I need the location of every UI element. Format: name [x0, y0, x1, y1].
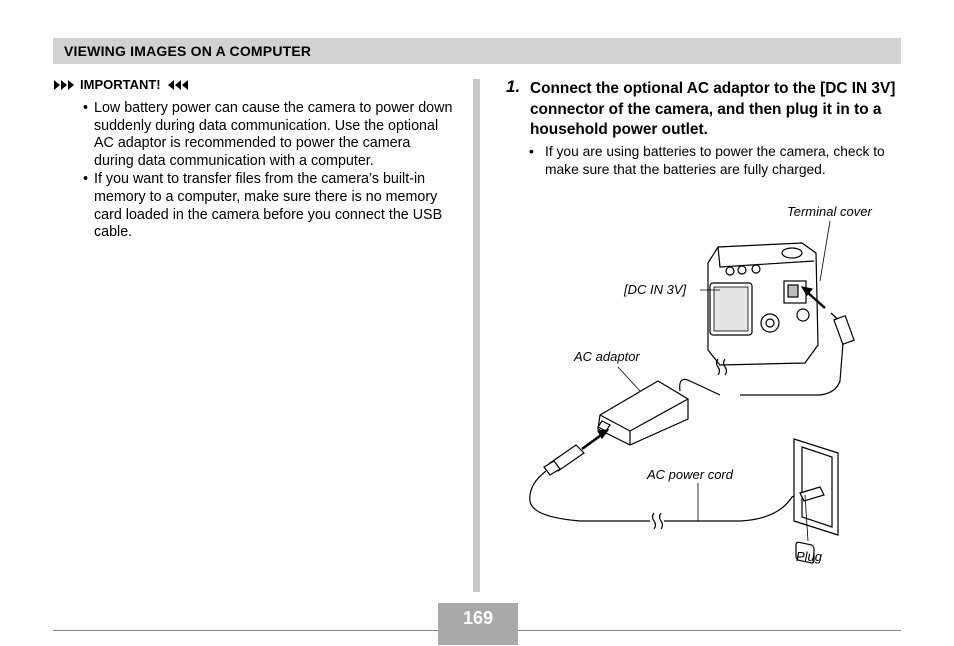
illustration-drawing: [529, 220, 855, 564]
step-bullet-list: If you are using batteries to power the …: [529, 143, 909, 178]
step-instruction: Connect the optional AC adaptor to the […: [530, 80, 896, 138]
arrows-right-icon: [54, 79, 74, 90]
ac-power-cord-label: AC power cord: [647, 467, 733, 482]
important-bullet: If you want to transfer files from the c…: [83, 171, 453, 241]
important-heading: IMPORTANT!: [53, 77, 190, 92]
ac-adaptor-label: AC adaptor: [574, 349, 640, 364]
section-title: VIEWING IMAGES ON A COMPUTER: [64, 43, 312, 59]
plug-label: Plug: [796, 549, 823, 564]
step-number: 1.: [506, 77, 521, 96]
step-bullet: If you are using batteries to power the …: [529, 143, 909, 178]
connection-illustration: Terminal cover [DC IN 3V] AC adaptor AC …: [520, 195, 900, 585]
page-number-box: 169: [438, 603, 518, 645]
column-divider: [473, 79, 480, 592]
important-bullet: Low battery power can cause the camera t…: [83, 100, 453, 170]
dc-in-label: [DC IN 3V]: [624, 282, 687, 297]
terminal-cover-label: Terminal cover: [787, 204, 872, 219]
arrows-left-icon: [167, 79, 188, 90]
important-bullet-list: Low battery power can cause the camera t…: [83, 100, 453, 243]
page-number: 169: [462, 608, 494, 628]
important-label: IMPORTANT!: [80, 77, 161, 92]
section-header-bar: VIEWING IMAGES ON A COMPUTER: [53, 38, 901, 64]
